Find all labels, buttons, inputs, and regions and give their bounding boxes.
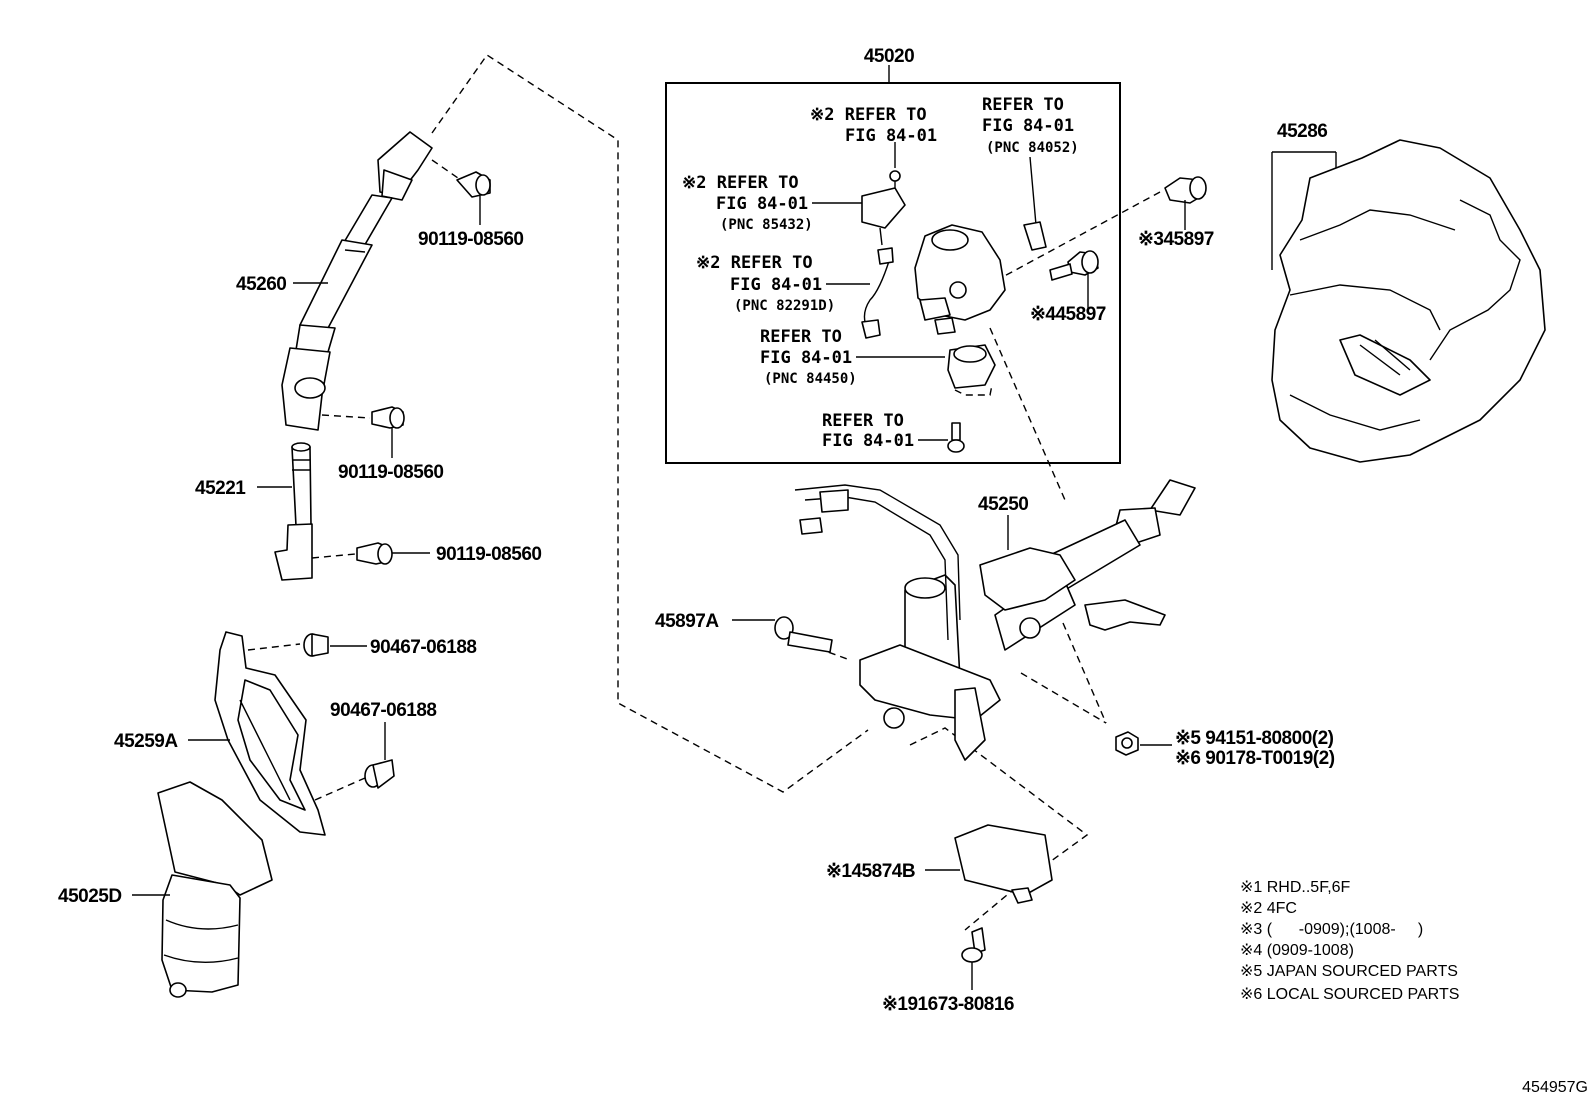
bolt-45897A bbox=[774, 616, 833, 653]
ref-5-line1: REFER TO bbox=[760, 327, 842, 347]
screw-45897-4 bbox=[1049, 250, 1099, 281]
note-6: ※6 LOCAL SOURCED PARTS bbox=[1240, 986, 1459, 1003]
label-45025D: 45025D bbox=[58, 886, 122, 907]
assembly-dashed-outline bbox=[431, 54, 869, 793]
ref-3-line2: FIG 84-01 bbox=[716, 194, 808, 214]
column-hole-boot-45025D bbox=[157, 781, 273, 998]
label-90178: ※6 90178-T0019(2) bbox=[1175, 748, 1335, 769]
ref-2-line2: FIG 84-01 bbox=[982, 116, 1074, 136]
ref-2-pnc: (PNC 84052) bbox=[986, 140, 1079, 156]
bolt-90119-a bbox=[456, 171, 491, 198]
note-2: ※2 4FC bbox=[1240, 900, 1297, 917]
bolt-90119-b bbox=[371, 406, 405, 429]
ref-2-line1: REFER TO bbox=[982, 95, 1064, 115]
ref-5-line2: FIG 84-01 bbox=[760, 348, 852, 368]
group-box-45020 bbox=[665, 82, 1121, 464]
figure-id: 454957G bbox=[1522, 1079, 1588, 1096]
label-45897-3: ※345897 bbox=[1138, 229, 1214, 250]
lock-dashed-line bbox=[989, 327, 1066, 501]
note-5: ※5 JAPAN SOURCED PARTS bbox=[1240, 963, 1458, 980]
ref-3-line1: ※2 REFER TO bbox=[682, 173, 799, 193]
ref-5-pnc: (PNC 84450) bbox=[764, 371, 857, 387]
label-90119-c: 90119-08560 bbox=[436, 544, 541, 565]
ref-6-line1: REFER TO bbox=[822, 411, 904, 431]
label-45260: 45260 bbox=[236, 274, 286, 295]
column-cover-45286 bbox=[1271, 139, 1546, 463]
nut-94151-90178 bbox=[1115, 731, 1139, 756]
key-reminder-switch bbox=[1023, 221, 1047, 251]
bolt-90119-c bbox=[356, 542, 393, 565]
label-90467-b: 90467-06188 bbox=[330, 700, 437, 721]
label-45897A: 45897A bbox=[655, 611, 719, 632]
label-45259A: 45259A bbox=[114, 731, 178, 752]
ref-4-pnc: (PNC 82291D) bbox=[734, 298, 835, 314]
column-to-cover-dashed-line bbox=[909, 727, 1089, 881]
ref-6-line2: FIG 84-01 bbox=[822, 431, 914, 451]
ref-4-line2: FIG 84-01 bbox=[730, 275, 822, 295]
ref-1-line1: ※2 REFER TO bbox=[810, 105, 927, 125]
wire-harness bbox=[861, 247, 894, 339]
transponder-coil bbox=[861, 187, 906, 246]
ignition-switch bbox=[947, 344, 996, 389]
screw-lock bbox=[947, 422, 965, 453]
ignition-lock-housing bbox=[914, 224, 1006, 335]
nut-dashed-line-b bbox=[1062, 622, 1107, 724]
steering-column-45250 bbox=[794, 479, 1196, 761]
bolt-91673 bbox=[961, 927, 986, 963]
hole-cover-45259A bbox=[214, 631, 326, 836]
label-45286: 45286 bbox=[1277, 121, 1327, 142]
screw-45897-3 bbox=[1164, 176, 1207, 204]
nut-dashed-line-a bbox=[1020, 672, 1107, 724]
label-45250: 45250 bbox=[978, 494, 1028, 515]
ref-3-pnc: (PNC 85432) bbox=[720, 217, 813, 233]
label-90119-a: 90119-08560 bbox=[418, 229, 523, 250]
label-94151: ※5 94151-80800(2) bbox=[1175, 728, 1334, 749]
ref-1-line2: FIG 84-01 bbox=[845, 126, 937, 146]
label-91673: ※191673-80816 bbox=[882, 994, 1014, 1015]
label-45221: 45221 bbox=[195, 478, 246, 499]
ref-4-line1: ※2 REFER TO bbox=[696, 253, 813, 273]
intermediate-shaft-45260 bbox=[281, 131, 433, 431]
screw-small bbox=[889, 170, 901, 190]
note-4: ※4 (0909-1008) bbox=[1240, 942, 1354, 959]
group-label-45020: 45020 bbox=[864, 46, 914, 67]
cover-45874B bbox=[954, 824, 1053, 904]
note-3: ※3 ( -0909);(1008- ) bbox=[1240, 921, 1423, 938]
clip-90467-a bbox=[303, 633, 329, 657]
notes-block: ※1 RHD..5F,6F ※2 4FC ※3 ( -0909);(1008- … bbox=[1240, 879, 1459, 1003]
label-45897-4: ※445897 bbox=[1030, 304, 1106, 325]
label-90467-a: 90467-06188 bbox=[370, 637, 477, 658]
label-90119-b: 90119-08560 bbox=[338, 462, 443, 483]
label-45874B: ※145874B bbox=[826, 861, 915, 882]
note-1: ※1 RHD..5F,6F bbox=[1240, 879, 1351, 896]
sliding-shaft-45221 bbox=[274, 442, 313, 581]
screw3-dashed-line bbox=[959, 191, 1161, 301]
clip-90467-b bbox=[364, 759, 395, 789]
